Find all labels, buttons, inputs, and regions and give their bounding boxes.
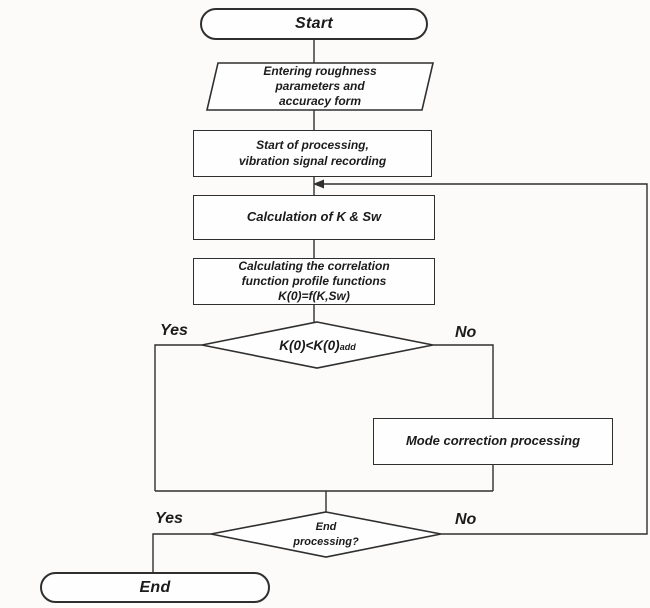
start-node: Start xyxy=(200,8,428,40)
k0-yes-label: Yes xyxy=(160,322,188,339)
end-yes-label: Yes xyxy=(155,510,183,527)
end-label: End xyxy=(139,578,171,596)
k0-decision-shape xyxy=(201,321,434,369)
feedback-arrowhead xyxy=(313,179,324,189)
edge-end-no-feedback-loop xyxy=(323,183,648,535)
calculation-node: Calculation of K & Sw xyxy=(193,195,435,240)
input-parallelogram-shape xyxy=(205,62,435,111)
mode-correction-node: Mode correction processing xyxy=(373,418,613,465)
correlation-line-3: K(0)=f(K,Sw) xyxy=(278,289,350,304)
end-no-label: No xyxy=(455,511,477,528)
end-decision-shape xyxy=(210,511,442,558)
start-label: Start xyxy=(295,15,333,32)
edge-end-yes xyxy=(152,533,211,572)
edge-k0-yes xyxy=(154,344,202,491)
recording-node: Start of processing, vibration signal re… xyxy=(193,130,432,177)
k0-no-label: No xyxy=(455,324,477,341)
calculation-label: Calculation of K & Sw xyxy=(246,209,382,225)
correlation-line-1: Calculating the correlation xyxy=(238,258,390,273)
recording-line-1: Start of processing, xyxy=(256,138,369,153)
recording-line-2: vibration signal recording xyxy=(238,153,387,168)
end-node: End xyxy=(40,572,270,603)
correlation-node: Calculating the correlation function pro… xyxy=(193,258,435,305)
edge-k0-no xyxy=(433,344,494,418)
mode-correction-label: Mode correction processing xyxy=(405,433,581,449)
correlation-line-2: function profile functions xyxy=(241,273,387,288)
